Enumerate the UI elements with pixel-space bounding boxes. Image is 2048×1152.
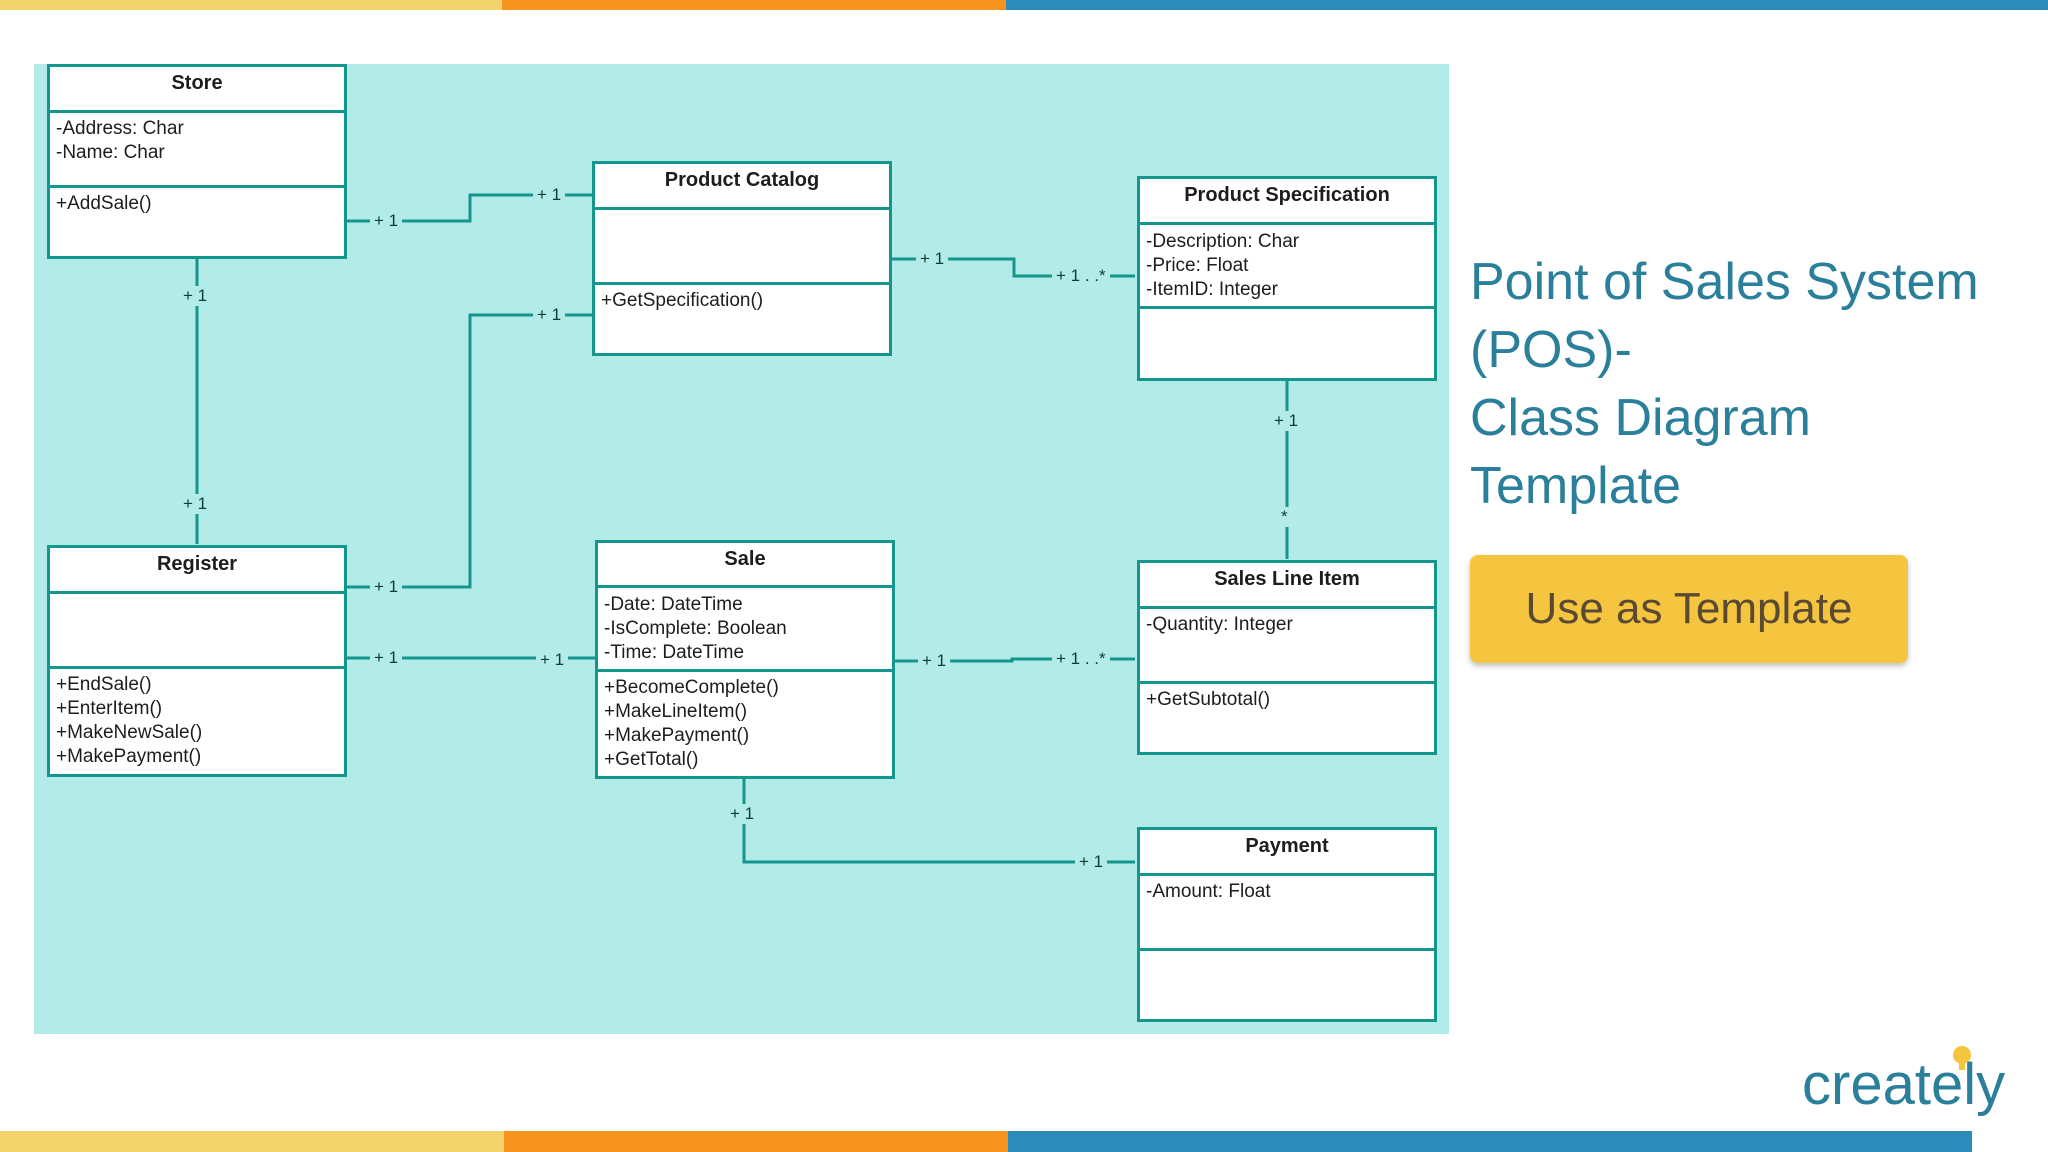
attribute: -Date: DateTime (604, 594, 743, 615)
mult-store-register-a: + 1 (179, 286, 212, 306)
mult-catalog-spec-a: + 1 (916, 249, 949, 269)
bottom-stripe-orange (504, 1131, 1008, 1152)
page-title: Point of Sales System (POS)- Class Diagr… (1470, 248, 2030, 520)
class-operations: +BecomeComplete() +MakeLineItem() +MakeP… (598, 672, 892, 776)
class-attributes: -Date: DateTime -IsComplete: Boolean -Ti… (598, 588, 892, 672)
attribute: -Description: Char (1146, 231, 1300, 252)
diagram-canvas: + 1 + 1 + 1 + 1 + 1 + 1 + 1 + 1 + 1 + 1 … (34, 64, 1449, 1034)
attribute: -Quantity: Integer (1146, 614, 1293, 635)
assoc-register-catalog (346, 313, 592, 589)
mult-register-sale-a: + 1 (370, 648, 403, 668)
class-sale[interactable]: Sale -Date: DateTime -IsComplete: Boolea… (595, 540, 895, 779)
attribute: -Address: Char (56, 118, 184, 139)
mult-register-catalog-a: + 1 (370, 577, 403, 597)
class-attributes: -Description: Char -Price: Float -ItemID… (1140, 225, 1434, 309)
class-product-specification[interactable]: Product Specification -Description: Char… (1137, 176, 1437, 381)
operation: +MakePayment() (56, 746, 202, 767)
class-sales-line-item[interactable]: Sales Line Item -Quantity: Integer +GetS… (1137, 560, 1437, 755)
attribute: -Price: Float (1146, 255, 1249, 276)
attribute: -Name: Char (56, 142, 165, 163)
class-name: Sale (598, 543, 892, 588)
mult-sale-lineitem-a: + 1 (918, 651, 951, 671)
class-attributes (50, 594, 344, 669)
class-name: Sales Line Item (1140, 563, 1434, 609)
mult-store-register-b: + 1 (179, 494, 212, 514)
bottom-stripe-blue (1008, 1131, 1972, 1152)
mult-sale-payment-a: + 1 (726, 804, 759, 824)
lightbulb-icon (1953, 1046, 1971, 1070)
mult-catalog-spec-b: + 1 . .* (1052, 266, 1110, 286)
attribute: -ItemID: Integer (1146, 279, 1278, 300)
class-attributes: -Amount: Float (1140, 876, 1434, 951)
operation: +MakeLineItem() (604, 701, 748, 722)
operation: +EnterItem() (56, 698, 163, 719)
operation: +MakePayment() (604, 725, 750, 746)
attribute: -Time: DateTime (604, 642, 745, 663)
top-stripe-orange (502, 0, 1006, 10)
class-operations: +GetSubtotal() (1140, 684, 1434, 752)
class-operations (1140, 951, 1434, 1019)
class-name: Store (50, 67, 344, 113)
mult-register-sale-b: + 1 (536, 650, 569, 670)
class-register[interactable]: Register +EndSale() +EnterItem() +MakeNe… (47, 545, 347, 777)
mult-store-catalog-b: + 1 (533, 185, 566, 205)
class-operations: +EndSale() +EnterItem() +MakeNewSale() +… (50, 669, 344, 774)
bottom-stripe-yellow (0, 1131, 504, 1152)
class-name: Product Specification (1140, 179, 1434, 225)
use-as-template-button[interactable]: Use as Template (1470, 555, 1908, 663)
operation: +GetSubtotal() (1146, 689, 1271, 710)
mult-store-catalog-a: + 1 (370, 211, 403, 231)
class-product-catalog[interactable]: Product Catalog +GetSpecification() (592, 161, 892, 356)
operation: +BecomeComplete() (604, 677, 779, 698)
class-attributes: -Quantity: Integer (1140, 609, 1434, 684)
mult-spec-lineitem-b: * (1277, 507, 1292, 527)
operation: +GetTotal() (604, 749, 699, 770)
mult-spec-lineitem-a: + 1 (1270, 411, 1303, 431)
class-operations (1140, 309, 1434, 378)
title-line: Point of Sales System (1470, 253, 1979, 311)
operation: +AddSale() (56, 193, 152, 214)
mult-register-catalog-b: + 1 (533, 305, 566, 325)
creately-logo[interactable]: creately (1802, 1046, 2006, 1120)
title-line: Class Diagram (1470, 389, 1811, 447)
class-operations: +GetSpecification() (595, 285, 889, 353)
class-name: Register (50, 548, 344, 594)
class-store[interactable]: Store -Address: Char -Name: Char +AddSal… (47, 64, 347, 259)
operation: +MakeNewSale() (56, 722, 203, 743)
class-name: Payment (1140, 830, 1434, 876)
top-stripe-blue (1006, 0, 2048, 10)
class-operations: +AddSale() (50, 188, 344, 256)
class-attributes: -Address: Char -Name: Char (50, 113, 344, 188)
operation: +EndSale() (56, 674, 152, 695)
title-line: Template (1470, 457, 1681, 515)
title-line: (POS)- (1470, 321, 1632, 379)
mult-sale-payment-b: + 1 (1075, 852, 1108, 872)
logo-text-end: ly (1963, 1052, 2006, 1117)
mult-sale-lineitem-b: + 1 . .* (1052, 649, 1110, 669)
top-stripe-yellow (0, 0, 502, 10)
assoc-sale-payment (742, 776, 1135, 864)
class-attributes (595, 210, 889, 285)
assoc-store-catalog (346, 193, 592, 223)
operation: +GetSpecification() (601, 290, 764, 311)
attribute: -IsComplete: Boolean (604, 618, 787, 639)
logo-text-start: creat (1802, 1052, 1931, 1117)
class-name: Product Catalog (595, 164, 889, 210)
attribute: -Amount: Float (1146, 881, 1271, 902)
class-payment[interactable]: Payment -Amount: Float (1137, 827, 1437, 1022)
